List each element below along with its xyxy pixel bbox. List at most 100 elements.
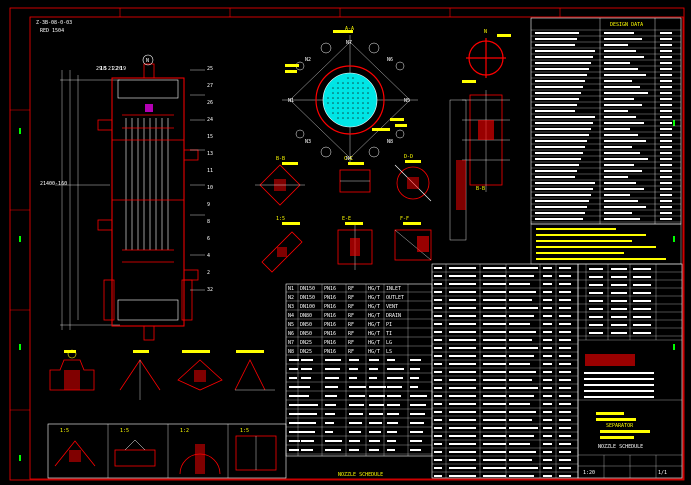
schedule-cell: HG/T xyxy=(368,340,380,346)
tube-hole xyxy=(347,82,349,84)
tube-hole xyxy=(342,82,344,84)
tube-hole xyxy=(342,87,344,89)
design-data-table[interactable]: DESIGN DATA xyxy=(530,17,682,225)
right-callout: 13 xyxy=(207,151,213,157)
schedule-cell: DN150 xyxy=(300,295,315,301)
tube-hole xyxy=(352,92,354,94)
tube-hole xyxy=(367,97,369,99)
nozzle-schedule-title: NOZZLE SCHEDULE xyxy=(338,472,383,478)
schedule-cell: DN100 xyxy=(300,304,315,310)
right-callout: 15 xyxy=(207,134,213,140)
left-callout: 18 xyxy=(100,66,106,72)
tube-hole xyxy=(347,102,349,104)
title-scale: 1:20 xyxy=(583,470,595,476)
detail-view-title: 1:5 xyxy=(276,216,285,222)
left-callout: 5 xyxy=(104,66,107,72)
schedule-cell: DN80 xyxy=(300,313,312,319)
schedule-cell: PN16 xyxy=(324,295,336,301)
schedule-cell: PN16 xyxy=(324,313,336,319)
weld-details[interactable] xyxy=(49,349,275,400)
schedule-cell: PN16 xyxy=(324,331,336,337)
tube-hole xyxy=(352,112,354,114)
tube-hole xyxy=(342,97,344,99)
detail-view-title: F-F xyxy=(400,216,409,222)
tube-hole xyxy=(357,102,359,104)
tube-hole xyxy=(347,77,349,79)
plan-nozzle-label: N1 xyxy=(288,98,294,104)
tube-hole xyxy=(342,107,344,109)
top-nozzle-mark: N xyxy=(146,58,149,64)
tube-hole xyxy=(362,102,364,104)
tube-hole xyxy=(362,97,364,99)
schedule-cell: DN50 xyxy=(300,331,312,337)
detail-view-title: B-B xyxy=(276,156,285,162)
tube-hole xyxy=(367,92,369,94)
schedule-cell: PN16 xyxy=(324,340,336,346)
schedule-cell: DN25 xyxy=(300,340,312,346)
schedule-cell: N8 xyxy=(288,349,294,355)
title-block[interactable]: SEPARATOR NOZZLE SCHEDULE 1:20 1/1 xyxy=(577,263,683,479)
tube-hole xyxy=(357,112,359,114)
tube-hole xyxy=(352,97,354,99)
right-callout: 26 xyxy=(207,100,213,106)
schedule-cell: RF xyxy=(348,331,354,337)
bottom-detail-title: 1:5 xyxy=(240,428,249,434)
right-callout: 25 xyxy=(207,66,213,72)
schedule-cell: PN16 xyxy=(324,304,336,310)
tube-hole xyxy=(357,87,359,89)
parts-list-table[interactable] xyxy=(431,263,579,479)
plan-view-title: A-A xyxy=(345,26,354,32)
plan-nozzle-label: N2 xyxy=(305,57,311,63)
tube-hole xyxy=(332,97,334,99)
right-callout: 6 xyxy=(207,236,210,242)
title-sheet: 1/1 xyxy=(658,470,667,476)
schedule-cell: HG/T xyxy=(368,295,380,301)
schedule-cell: DRAIN xyxy=(386,313,401,319)
left-callout: 19 xyxy=(120,66,126,72)
schedule-cell: N3 xyxy=(288,304,294,310)
schedule-cell: HG/T xyxy=(368,304,380,310)
orientation-view[interactable]: N B-B xyxy=(462,29,511,192)
schedule-cell: RF xyxy=(348,340,354,346)
schedule-cell: RF xyxy=(348,295,354,301)
tube-hole xyxy=(347,112,349,114)
tube-hole xyxy=(357,117,359,119)
tube-hole xyxy=(347,97,349,99)
schedule-cell: HG/T xyxy=(368,322,380,328)
right-callout: 8 xyxy=(207,219,210,225)
tube-layout xyxy=(327,77,369,119)
tube-hole xyxy=(332,112,334,114)
schedule-cell: RF xyxy=(348,349,354,355)
left-callout: 21 xyxy=(108,66,114,72)
tube-hole xyxy=(357,82,359,84)
drawing-number: Z-3B-08-0-03 xyxy=(36,20,72,26)
tube-hole xyxy=(352,107,354,109)
right-callout: 24 xyxy=(207,117,213,123)
right-callout: 32 xyxy=(207,287,213,293)
tube-hole xyxy=(347,92,349,94)
schedule-cell: HG/T xyxy=(368,313,380,319)
left-callout: 22 xyxy=(112,66,118,72)
design-data-rows xyxy=(531,29,681,223)
plan-nozzle-label: N4 xyxy=(346,156,352,162)
schedule-cell: DN25 xyxy=(300,349,312,355)
schedule-cell: PI xyxy=(386,322,392,328)
schedule-cell: N5 xyxy=(288,322,294,328)
orientation-title: B-B xyxy=(476,186,485,192)
title-company: SEPARATOR xyxy=(606,423,634,429)
schedule-cell: N4 xyxy=(288,313,294,319)
tube-hole xyxy=(337,117,339,119)
zone-markers xyxy=(19,120,675,461)
tube-hole xyxy=(342,92,344,94)
right-callout: 4 xyxy=(207,253,210,259)
schedule-cell: LS xyxy=(386,349,392,355)
schedule-cell: HG/T xyxy=(368,349,380,355)
